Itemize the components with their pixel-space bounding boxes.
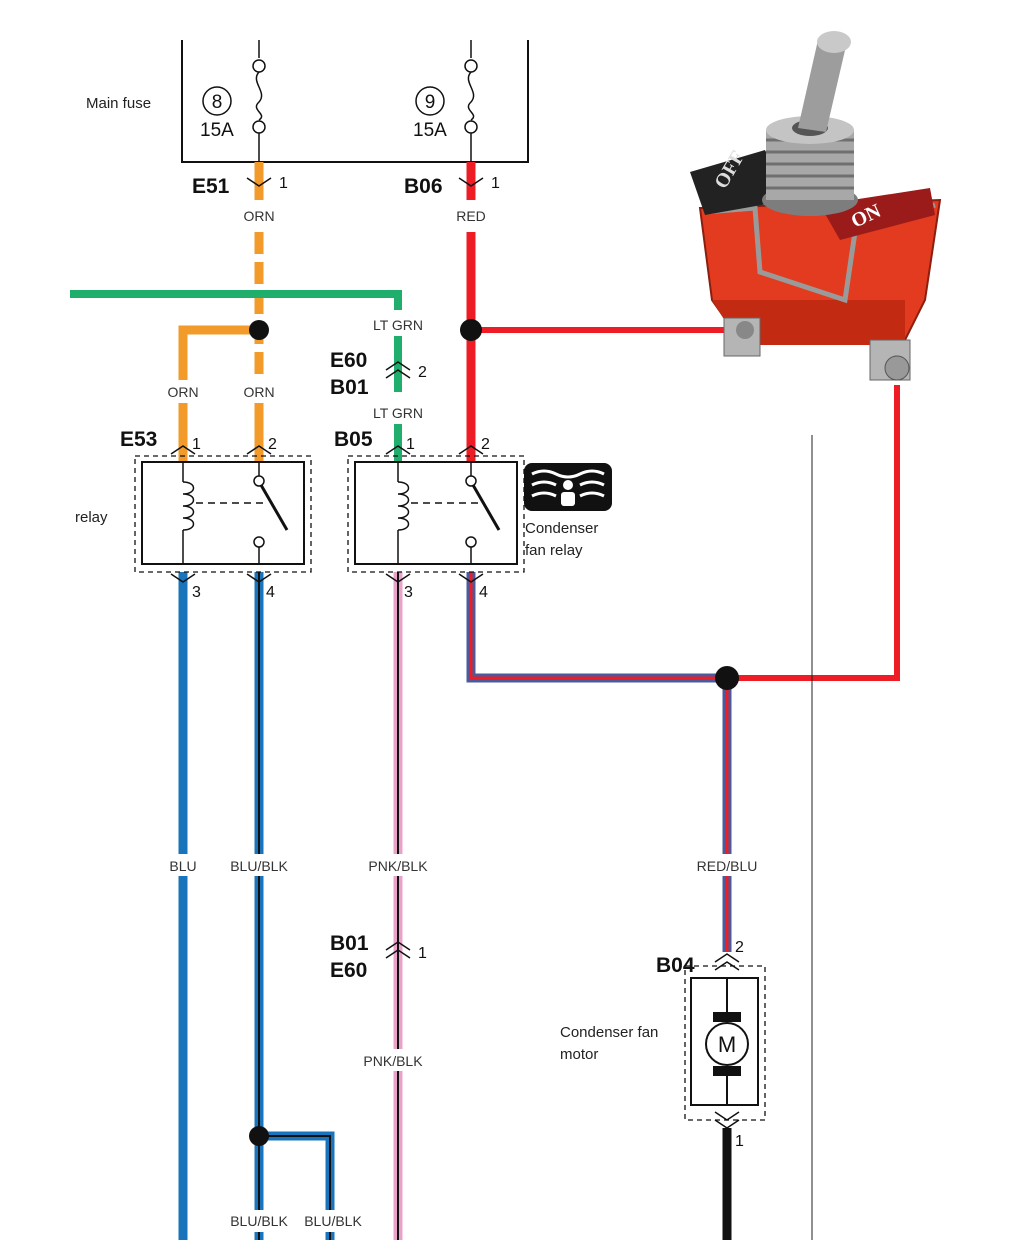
wire-label-blu-blk: BLU/BLK: [230, 858, 288, 874]
motor-symbol: M: [718, 1032, 736, 1057]
relay-label: relay: [75, 509, 108, 526]
e53-pin-4: 4: [266, 584, 275, 601]
wire-label-red: RED: [456, 208, 486, 224]
connector-b01-bottom: B01: [330, 932, 369, 955]
main-fuse-label: Main fuse: [86, 95, 151, 112]
wire-label-ltgrn-top: LT GRN: [373, 317, 423, 333]
condenser-fan-motor: M: [684, 965, 766, 1121]
relay-coil: [397, 481, 410, 531]
fan-airflow-icon: [524, 463, 612, 511]
fuse-9-rating: 15A: [413, 120, 447, 141]
red-blue-wire: [466, 572, 732, 952]
fuse-9-number: 9: [425, 92, 436, 113]
b04-pin-2: 2: [735, 939, 744, 956]
fuse-9-number-circle: [415, 86, 445, 116]
e53-pin-1: 1: [192, 436, 201, 453]
b05-pin-4: 4: [479, 584, 488, 601]
condenser-relay-label-line2: fan relay: [525, 542, 583, 559]
connector-e51: E51: [192, 175, 230, 198]
motor-label-line2: motor: [560, 1046, 598, 1063]
fuse-8-rating: 15A: [200, 120, 234, 141]
junction-dot: [460, 319, 482, 341]
relay-b05: [347, 455, 525, 573]
relay-switch-arm: [259, 484, 289, 531]
junction-dot: [249, 1126, 269, 1146]
wire-label-red-blu: RED/BLU: [697, 858, 758, 874]
wire-label-pnk-blk-1: PNK/BLK: [368, 858, 428, 874]
connector-e60-bottom: E60: [330, 959, 367, 982]
b05-pin-2: 2: [481, 436, 490, 453]
wire-label-orn-left: ORN: [167, 384, 198, 400]
wire-label-blu-blk-b1: BLU/BLK: [230, 1213, 288, 1229]
wire-label-pnk-blk-2: PNK/BLK: [363, 1053, 423, 1069]
connector-b05: B05: [334, 428, 373, 451]
connector-b01-e60-pin: 1: [418, 945, 427, 962]
relay-coil: [182, 481, 195, 531]
connector-e60: E60: [330, 349, 367, 372]
connector-e60-b01-pin: 2: [418, 364, 427, 381]
b05-pin-1: 1: [406, 436, 415, 453]
wire-labels: ORN RED LT GRN LT GRN ORN ORN BLU BLU/BL…: [160, 204, 764, 1232]
condenser-relay-label-line1: Condenser: [525, 520, 598, 537]
fuse-8: 8 15A: [200, 40, 266, 162]
red-wire: [466, 162, 900, 681]
connector-b06-pin: 1: [491, 175, 500, 192]
motor-label-line1: Condenser fan: [560, 1024, 658, 1041]
b05-pin-3: 3: [404, 584, 413, 601]
fuse-8-number-circle: [202, 86, 232, 116]
wire-label-blu-blk-b2: BLU/BLK: [304, 1213, 362, 1229]
relay-switch-arm: [471, 484, 501, 531]
wire-label-ltgrn-bottom: LT GRN: [373, 405, 423, 421]
junction-dot: [715, 666, 739, 690]
b04-pin-1: 1: [735, 1133, 744, 1150]
connector-chevrons: [170, 177, 740, 1129]
relay-e53: relay: [75, 455, 312, 573]
connector-e51-pin: 1: [279, 175, 288, 192]
junction-dot: [249, 320, 269, 340]
wire-label-orn-right: ORN: [243, 384, 274, 400]
e53-pin-2: 2: [268, 436, 277, 453]
connector-b01: B01: [330, 376, 369, 399]
connector-b06: B06: [404, 175, 443, 198]
wire-label-orn: ORN: [243, 208, 274, 224]
main-fuse-block: Main fuse 8 15A 9 15A: [86, 40, 529, 163]
toggle-switch[interactable]: OFF ON: [690, 31, 942, 381]
orange-wire: [178, 162, 264, 462]
e53-pin-3: 3: [192, 584, 201, 601]
connector-e53: E53: [120, 428, 157, 451]
fuse-9: 9 15A: [413, 40, 478, 162]
fuse-8-number: 8: [212, 92, 223, 113]
wire-label-blu: BLU: [169, 858, 196, 874]
